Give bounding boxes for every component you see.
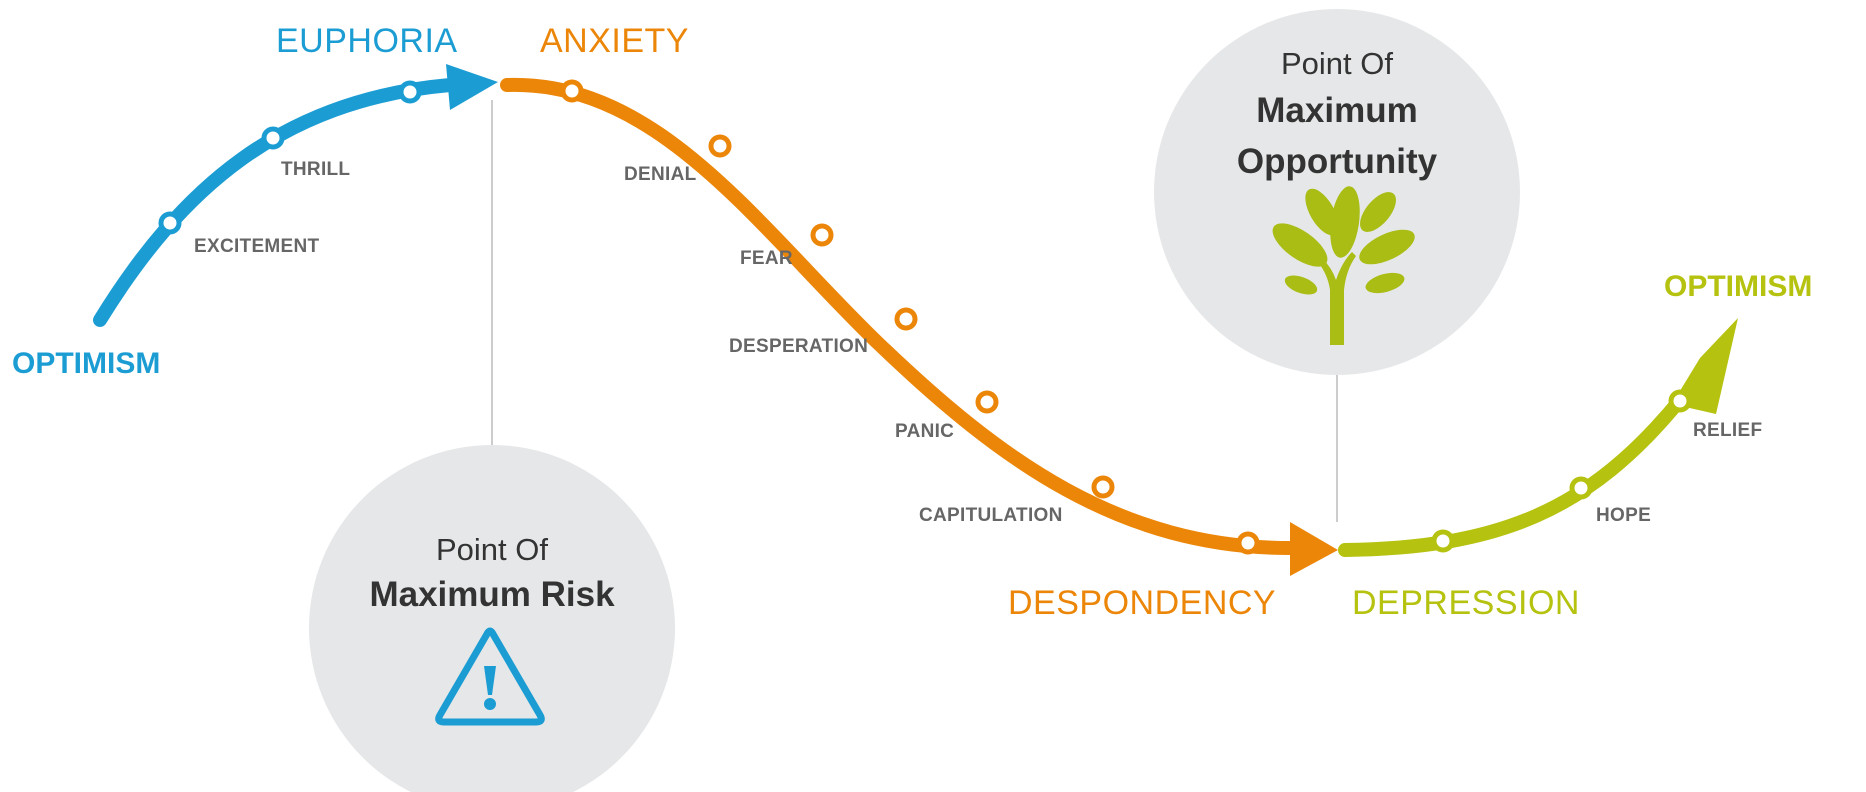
despondency-marker — [1236, 531, 1260, 555]
stage-capitulation: CAPITULATION — [919, 505, 1063, 526]
stage-fear: FEAR — [740, 248, 793, 269]
thrill-marker — [261, 126, 285, 150]
max-opportunity-callout: Point Of Maximum Opportunity — [1154, 9, 1520, 375]
stage-panic: PANIC — [895, 421, 954, 442]
desperation-marker — [894, 307, 918, 331]
max-risk-circle — [309, 445, 675, 792]
max-opportunity-line3: Opportunity — [1237, 142, 1438, 181]
capitulation-marker — [1091, 475, 1115, 499]
denial-marker — [708, 134, 732, 158]
relief-marker — [1668, 389, 1692, 413]
anxiety-marker — [560, 79, 584, 103]
panic-marker — [975, 390, 999, 414]
phase-optimism-start: OPTIMISM — [12, 347, 160, 380]
fear-marker — [810, 223, 834, 247]
max-opportunity-line1: Point Of — [1281, 46, 1393, 81]
max-opportunity-line2: Maximum — [1256, 91, 1417, 130]
stage-desperation: DESPERATION — [729, 336, 868, 357]
phase-optimism-end: OPTIMISM — [1664, 270, 1812, 303]
euphoria-arrowhead — [446, 64, 498, 110]
phase-euphoria: EUPHORIA — [276, 22, 458, 60]
despondency-arrowhead — [1290, 522, 1338, 576]
euphoria-marker — [398, 80, 422, 104]
stage-relief: RELIEF — [1693, 420, 1762, 441]
max-risk-line1: Point Of — [436, 532, 548, 567]
optimism-arrowhead — [1672, 318, 1738, 414]
warning-triangle-icon — [435, 627, 545, 726]
euphoria-curve — [93, 64, 498, 327]
stage-hope: HOPE — [1596, 505, 1651, 526]
stage-denial: DENIAL — [624, 164, 697, 185]
max-opportunity-circle — [1154, 9, 1520, 375]
max-risk-line2: Maximum Risk — [369, 575, 615, 614]
excitement-marker — [158, 211, 182, 235]
recovery-curve — [1338, 318, 1738, 557]
phase-despondency: DESPONDENCY — [1008, 584, 1276, 622]
max-risk-callout: Point Of Maximum Risk — [309, 445, 675, 792]
tree-icon — [1272, 186, 1415, 345]
anxiety-curve — [500, 77, 1338, 576]
stage-thrill: THRILL — [281, 159, 350, 180]
depression-marker — [1431, 529, 1455, 553]
phase-depression: DEPRESSION — [1352, 584, 1580, 622]
hope-marker — [1569, 476, 1593, 500]
phase-anxiety: ANXIETY — [540, 22, 689, 60]
stage-excitement: EXCITEMENT — [194, 236, 320, 257]
